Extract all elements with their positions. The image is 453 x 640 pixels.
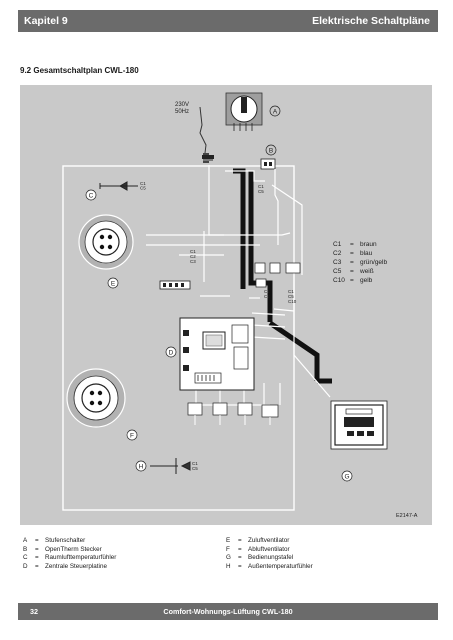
legend-label: OpenTherm Stecker [45,545,102,553]
legend-row: F=Abluftventilator [226,545,290,553]
legend-row: A=Stufenschalter [23,537,86,544]
legend-row: B=OpenTherm Stecker [23,545,102,553]
legend-key: F [226,545,230,553]
legend-row: G=Bedienungstafel [226,554,294,562]
svg-text:=: = [350,259,354,266]
label-c-circle [85,189,97,201]
label-a: A [273,109,278,116]
chapter-label: Kapitel 9 [24,15,68,27]
figure-id: E2147-A [396,513,418,519]
legend-column-left: A=Stufenschalter B=OpenTherm Stecker C=R… [23,537,116,571]
label-a-circle [269,105,281,117]
wire-color-legend: C1 = braun C2 = blau C3 = grün/gelb C5 =… [333,241,387,284]
power-cord [199,106,207,154]
power-frequency-label: 50Hz [175,109,189,115]
step-switch [225,92,263,131]
legend-color-1: braun [360,241,377,248]
wiring-diagram-svg: 230V 50Hz A B [62,92,418,519]
legend-label: Raumlufttemperaturfühler [45,554,117,562]
legend-label: Zuluftventilator [248,537,290,544]
legend-row: C=Raumlufttemperaturfühler [23,554,117,562]
legend-key: C [23,554,28,562]
connector-group [254,262,301,288]
wire-code-c1: C1 [288,289,294,294]
component-legend: A=Stufenschalter B=OpenTherm Stecker C=R… [20,534,432,586]
wiring-lines [146,165,331,406]
section-title: 9.2 Gesamtschaltplan CWL-180 [20,66,139,75]
svg-text:=: = [350,250,354,257]
label-g-circle [341,470,353,482]
chapter-header-bar: Kapitel 9 Elektrische Schaltpläne [18,10,438,32]
legend-key: E [226,537,231,544]
supply-fan [78,214,134,270]
wire-code-c5: C5 [192,466,198,471]
legend-column-right: E=Zuluftventilator F=Abluftventilator G=… [226,537,313,571]
footer-bar: 32 Comfort-Wohnungs-Lüftung CWL-180 [18,603,438,620]
legend-code-2: C2 [333,250,342,257]
legend-label: Außentemperaturfühler [248,562,313,570]
label-e-circle [107,277,119,289]
label-g: G [344,474,349,481]
wire-code-c2: C2 [190,254,196,259]
legend-label: Bedienungstafel [248,554,294,562]
opentherm-plug [260,158,276,170]
control-panel [330,400,388,450]
legend-row: H=Außentemperaturfühler [226,562,313,570]
svg-text:=: = [350,241,354,248]
wire-code-c1: C1 [140,181,146,186]
label-f: F [130,433,134,440]
legend-color-4: weiß [359,268,374,275]
wire-code-c10: C10 [288,299,297,304]
legend-label: Abluftventilator [248,545,290,553]
label-d: D [169,350,174,357]
wiring-diagram: 230V 50Hz A B [20,85,432,525]
label-h-circle [135,460,147,472]
legend-code-3: C3 [333,259,342,266]
wire-code-c1: C1 [190,249,196,254]
wire-code-c1: C1 [258,184,264,189]
wire-code-c2: C2 [264,294,270,299]
legend-color-2: blau [360,250,373,257]
legend-key: B [23,545,28,553]
cable-gland [202,155,214,161]
control-board [179,317,255,391]
legend-code-5: C10 [333,277,345,284]
room-air-sensor [99,181,138,191]
power-voltage-label: 230V [175,102,189,108]
legend-key: D [23,562,28,570]
legend-color-5: gelb [360,277,373,284]
label-f-circle [126,429,138,441]
legend-key: G [226,554,231,562]
label-d-circle [165,346,177,358]
footer-title: Comfort-Wohnungs-Lüftung CWL-180 [163,607,293,616]
fan-connectors [187,402,279,425]
label-c: C [89,193,94,200]
svg-text:=: = [350,268,354,275]
legend-row: D=Zentrale Steuerplatine [23,562,107,570]
label-b-circle [265,144,277,156]
legend-key: H [226,562,231,570]
legend-color-3: grün/gelb [360,259,387,266]
legend-key: A [23,537,28,544]
legend-row: E=Zuluftventilator [226,537,290,544]
outdoor-sensor [150,458,191,474]
wire-code-c1: C1 [264,289,270,294]
legend-code-1: C1 [333,241,342,248]
terminal-strip [159,280,191,290]
wire-code-c5: C5 [140,186,146,191]
exhaust-fan [66,368,126,428]
wire-code-c3: C3 [190,259,196,264]
wire-code-c1: C1 [192,461,198,466]
label-h: H [139,464,144,471]
page-number: 32 [30,607,38,616]
label-b: B [269,148,273,155]
legend-code-4: C5 [333,268,342,275]
chapter-title: Elektrische Schaltpläne [312,15,430,27]
svg-text:=: = [350,277,354,284]
label-e: E [111,281,116,288]
wire-code-c5: C5 [288,294,294,299]
legend-label: Stufenschalter [45,537,86,544]
wire-code-c5: C5 [258,189,264,194]
legend-label: Zentrale Steuerplatine [45,562,107,570]
